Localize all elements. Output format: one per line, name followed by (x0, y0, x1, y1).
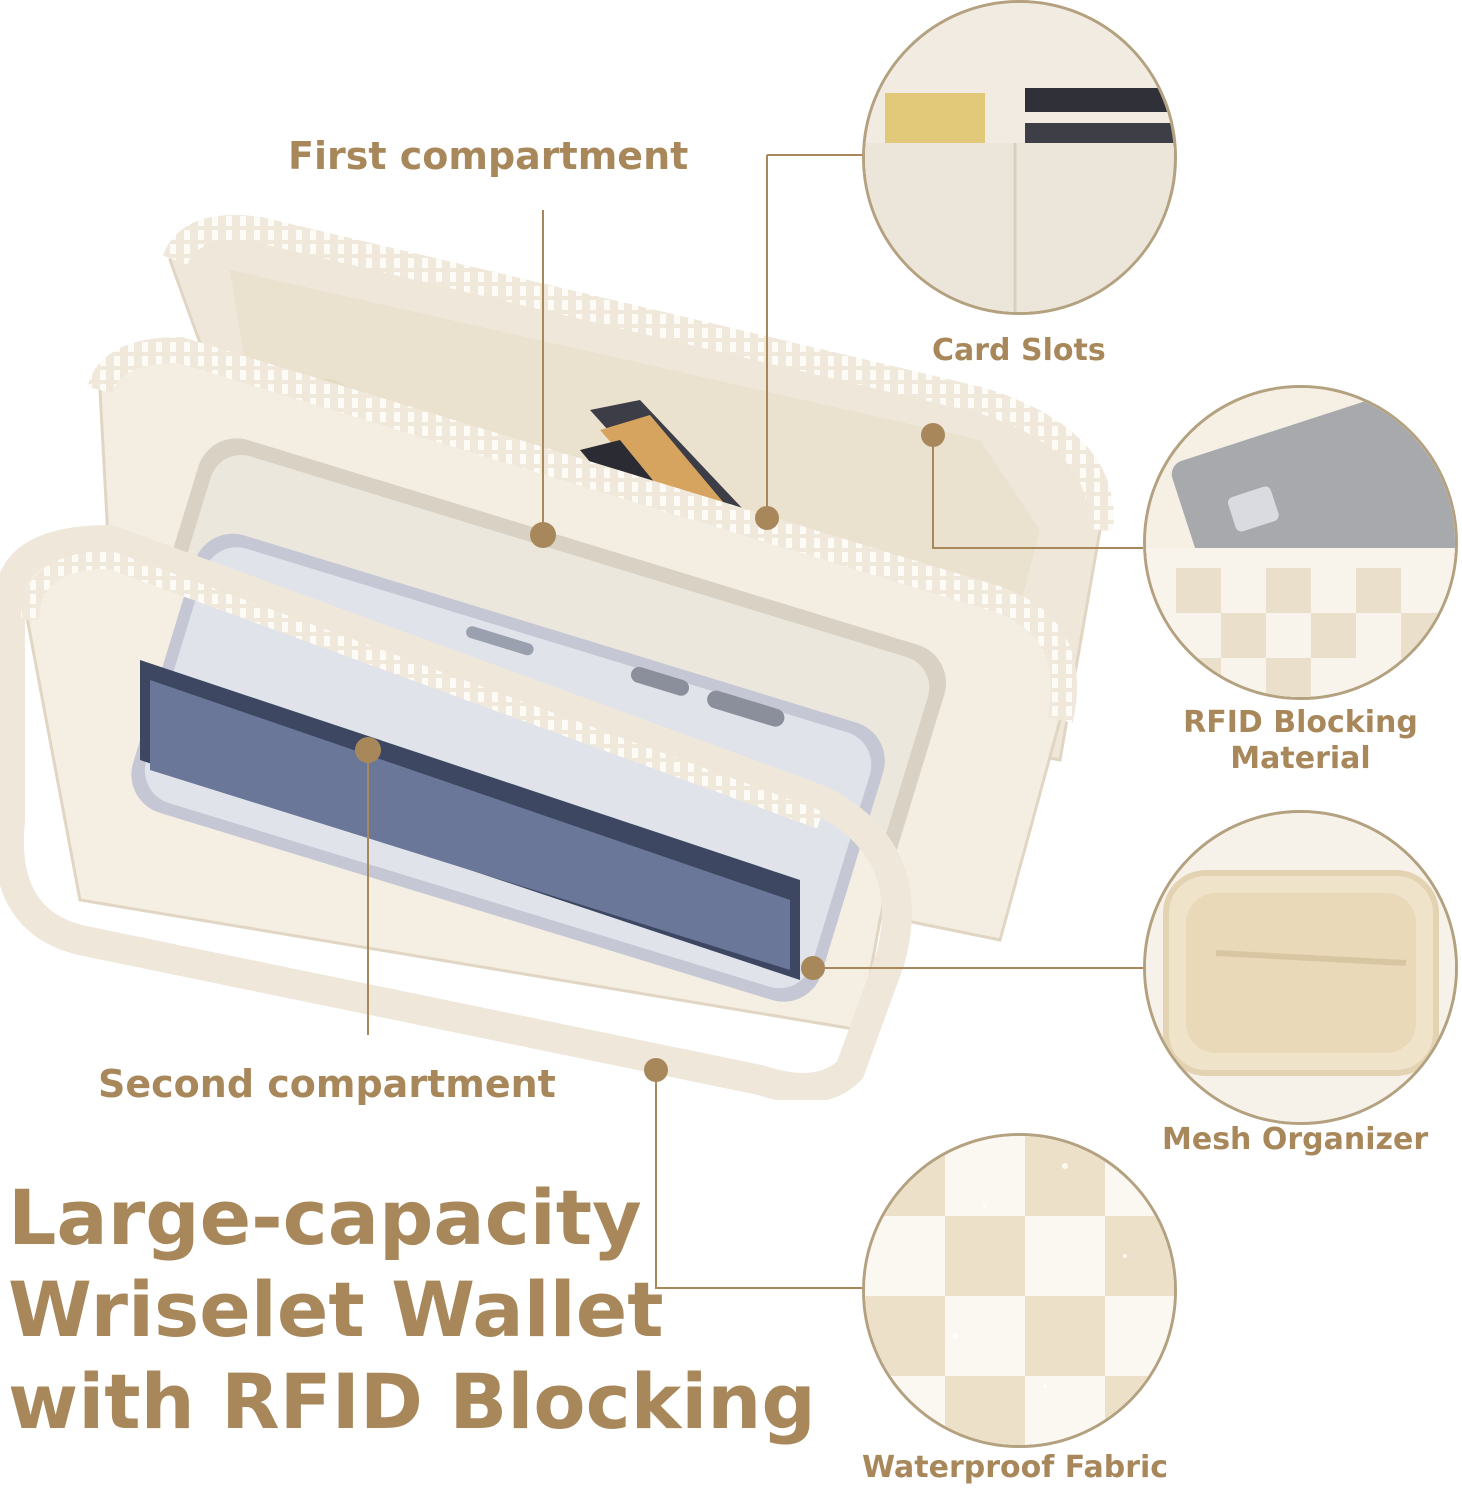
mesh-organizer-detail-image (1143, 810, 1458, 1125)
card-slots-label: Card Slots (932, 333, 1106, 368)
headline: Large-capacity Wriselet Wallet with RFID… (8, 1172, 816, 1448)
headline-line-1: Large-capacity (8, 1173, 642, 1262)
rfid-detail-image (1143, 385, 1458, 700)
card-slots-detail-image (862, 0, 1177, 315)
rfid-label-line2: Material (1230, 741, 1371, 776)
waterproof-fabric-detail-image (862, 1133, 1177, 1448)
waterproof-fabric-label: Waterproof Fabric (862, 1450, 1169, 1485)
rfid-label-line1: RFID Blocking (1183, 705, 1418, 740)
second-compartment-label: Second compartment (98, 1062, 556, 1106)
rfid-material-label: RFID Blocking Material (1178, 705, 1423, 777)
headline-line-3: with RFID Blocking (8, 1357, 816, 1446)
wallet-illustration (0, 215, 1114, 1100)
first-compartment-label: First compartment (288, 134, 689, 178)
mesh-organizer-label: Mesh Organizer (1162, 1122, 1429, 1157)
passport-stack (140, 660, 800, 980)
headline-line-2: Wriselet Wallet (8, 1265, 664, 1354)
